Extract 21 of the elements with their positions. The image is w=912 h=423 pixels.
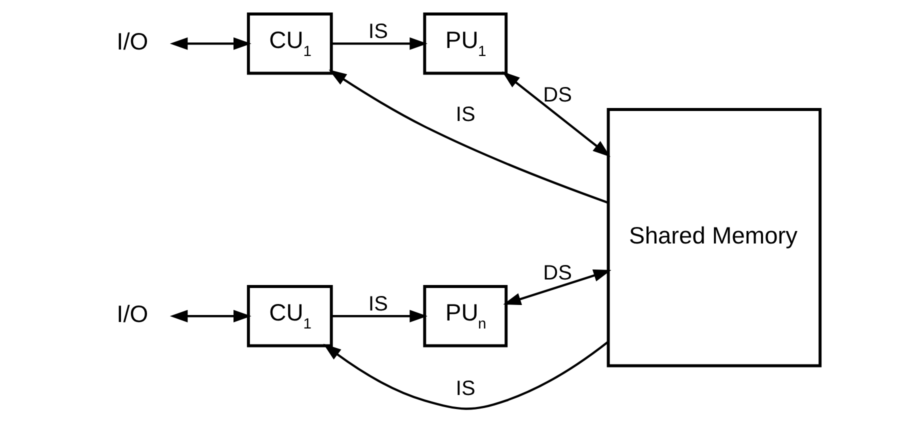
arrow bbox=[322, 341, 608, 410]
node-box: PU$_{1}$ bbox=[422, 12, 508, 75]
node-text: I/O bbox=[116, 29, 148, 56]
node-box: CU$_{1}$ bbox=[246, 285, 332, 348]
edge-label: DS bbox=[542, 84, 572, 107]
arrow bbox=[330, 310, 427, 322]
arrow bbox=[330, 37, 427, 50]
edge-label: IS bbox=[368, 292, 388, 316]
arrow bbox=[502, 270, 611, 306]
arrow bbox=[502, 71, 610, 157]
node-text: I/O bbox=[116, 302, 148, 328]
node-box: Shared Memory bbox=[606, 108, 822, 368]
arrow bbox=[169, 37, 251, 50]
arrow bbox=[169, 310, 251, 322]
node-box: CU$_{1}$ bbox=[246, 12, 332, 75]
edge-label: IS bbox=[455, 102, 475, 126]
node-box: PU$_{n}$ bbox=[422, 285, 508, 348]
edge-label: IS bbox=[455, 376, 475, 400]
edge-label: IS bbox=[368, 20, 388, 43]
edge-label: DS bbox=[542, 261, 572, 284]
arrow bbox=[328, 70, 608, 204]
